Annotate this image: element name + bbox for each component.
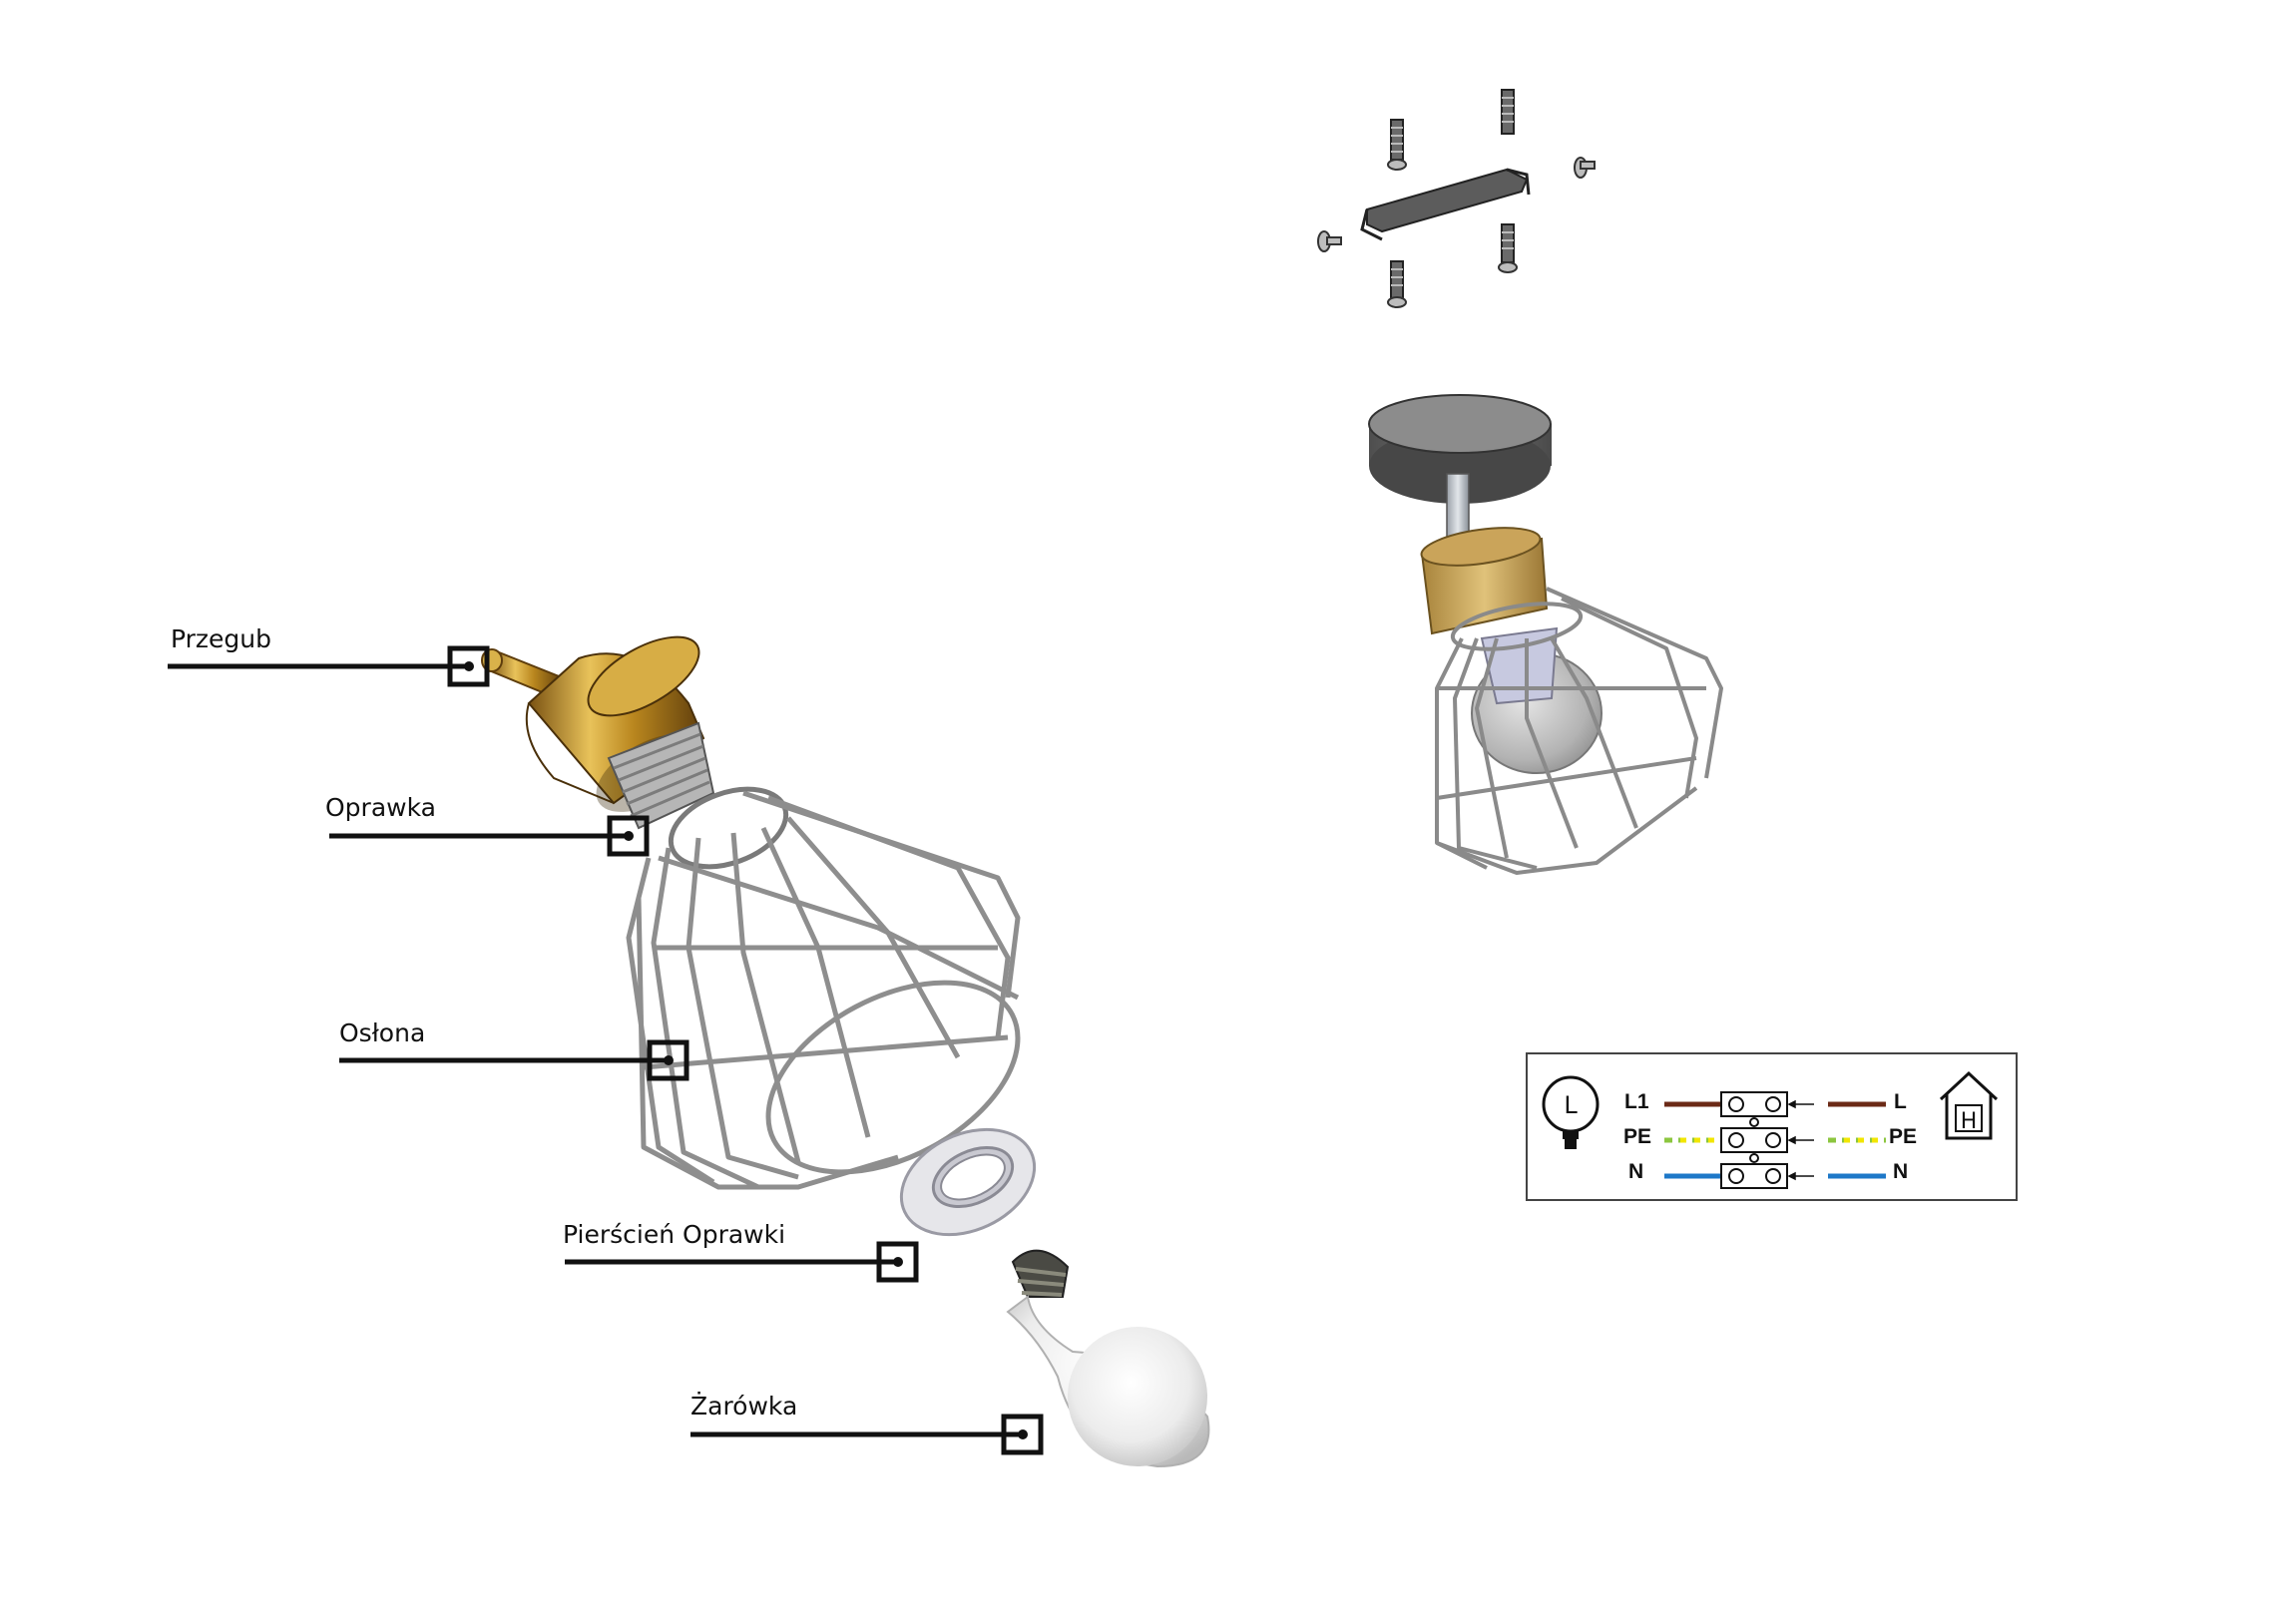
wiring-diagram: L L1 PE N L bbox=[1526, 1052, 2018, 1201]
wire-arrows bbox=[1787, 1099, 1814, 1181]
installed-cage-illustration bbox=[1435, 587, 1723, 875]
label-joint: Przegub bbox=[171, 624, 272, 653]
house-symbol-letter: H bbox=[1961, 1109, 1978, 1134]
label-bulb: Żarówka bbox=[690, 1392, 798, 1421]
wire-label-pe-left: PE bbox=[1623, 1125, 1651, 1148]
cage-shade-illustration bbox=[626, 786, 1021, 1190]
wire-label-n-right: N bbox=[1893, 1160, 1908, 1183]
label-socket: Oprawka bbox=[325, 793, 436, 822]
wire-label-l1: L1 bbox=[1624, 1090, 1649, 1113]
house-symbol-icon: H bbox=[1939, 1070, 1999, 1140]
lamp-symbol-icon: L bbox=[1542, 1075, 1600, 1149]
stem-illustration bbox=[1446, 473, 1470, 540]
wall-plugs-illustration bbox=[1390, 89, 1515, 300]
wire-label-pe-right: PE bbox=[1889, 1125, 1917, 1148]
callout-leaders bbox=[168, 645, 1044, 1455]
exploded-view bbox=[481, 635, 1210, 1468]
wooden-socket-holder-illustration bbox=[1420, 527, 1549, 635]
mounting-hardware bbox=[1317, 89, 1596, 308]
screws-illustration bbox=[1317, 157, 1596, 308]
wire-label-n-left: N bbox=[1628, 1160, 1643, 1183]
callout-dots bbox=[464, 661, 1028, 1439]
bulb-illustration bbox=[1006, 1249, 1210, 1468]
terminal-block-icon bbox=[1720, 1091, 1788, 1189]
wire-label-l-right: L bbox=[1894, 1090, 1907, 1113]
assembled-lamp bbox=[1368, 394, 1723, 875]
mounting-bracket-illustration bbox=[1360, 168, 1531, 241]
threaded-socket-illustration bbox=[607, 721, 715, 830]
canopy-illustration bbox=[1368, 394, 1552, 504]
label-shade: Osłona bbox=[339, 1018, 426, 1047]
label-socket-ring: Pierścień Oprawki bbox=[563, 1220, 786, 1249]
socket-ring-illustration bbox=[899, 1127, 1037, 1237]
lamp-symbol-letter: L bbox=[1564, 1091, 1578, 1119]
